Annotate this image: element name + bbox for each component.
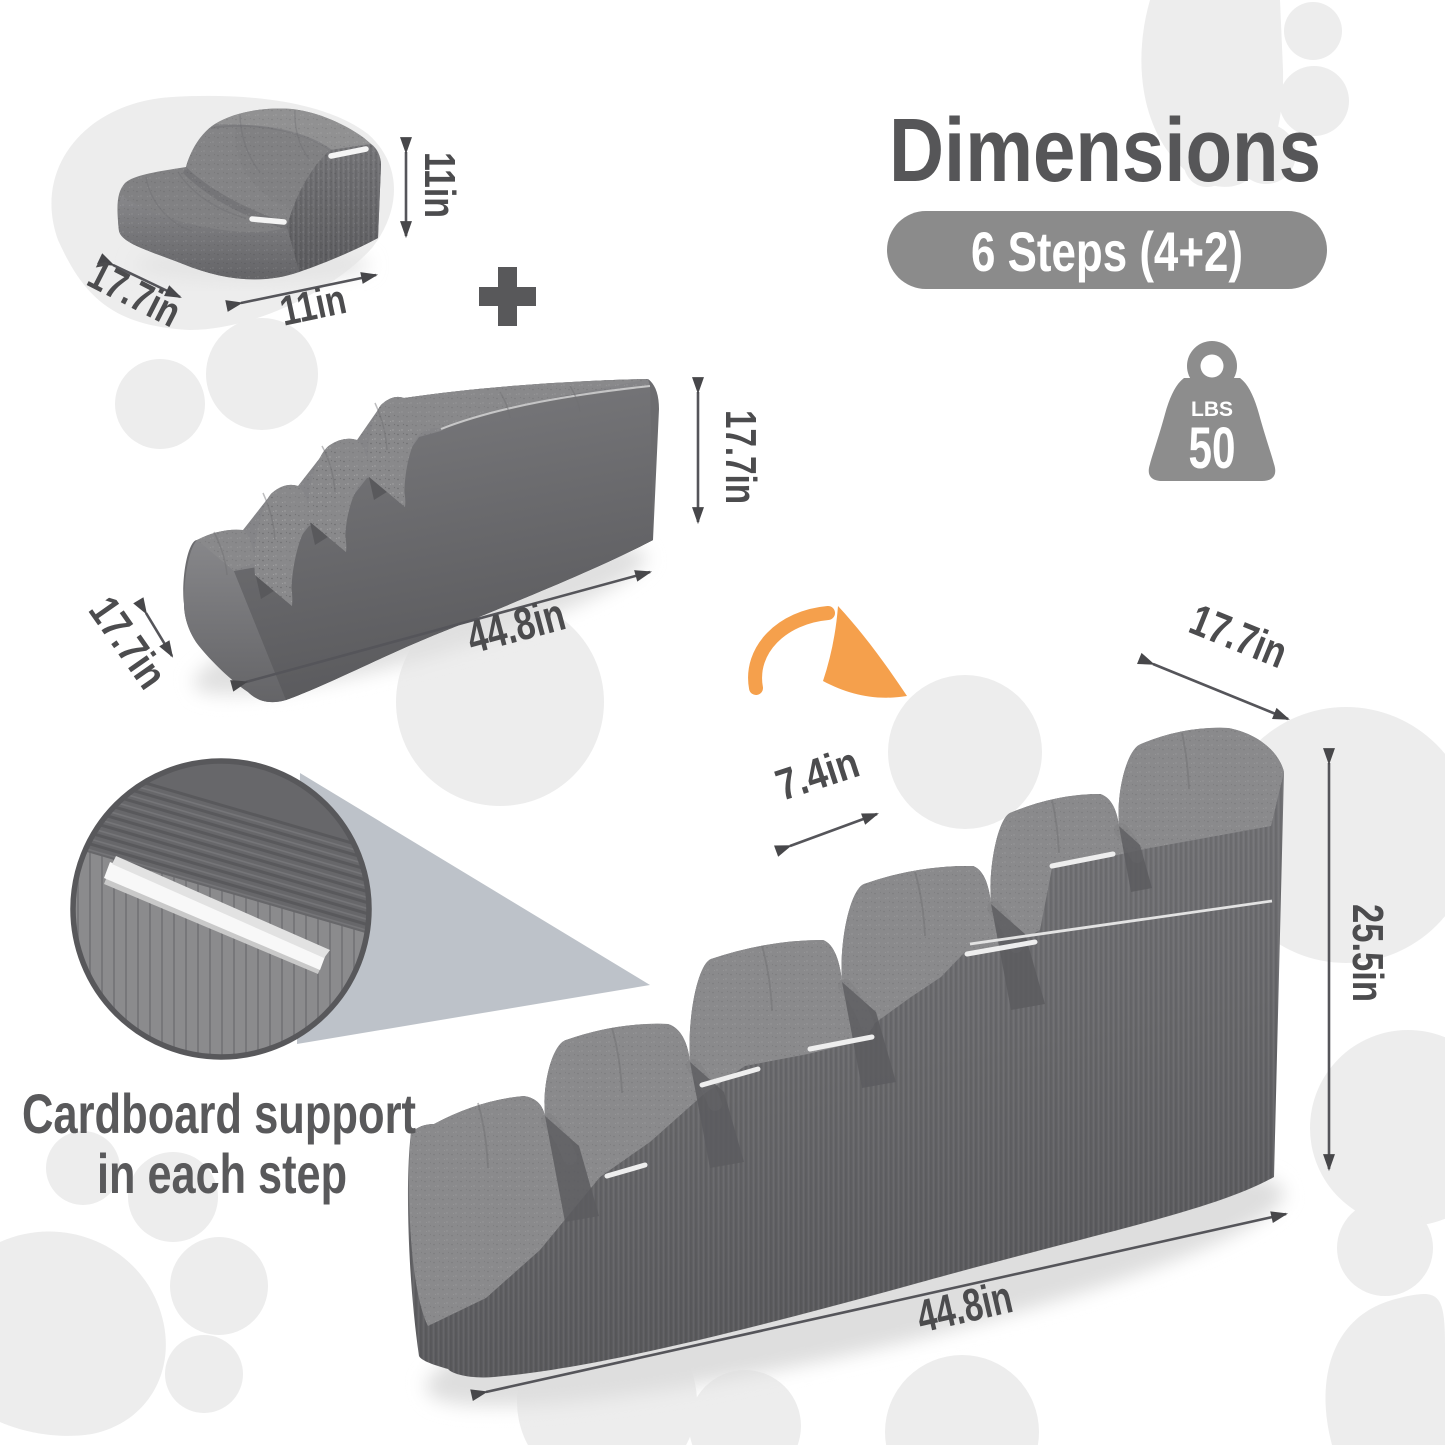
svg-text:in each step: in each step [97, 1142, 347, 1205]
svg-text:17.7in: 17.7in [1183, 595, 1294, 678]
svg-text:25.5in: 25.5in [1343, 904, 1392, 1002]
svg-text:Cardboard support: Cardboard support [22, 1082, 416, 1145]
svg-text:17.7in: 17.7in [716, 410, 765, 504]
svg-text:7.4in: 7.4in [770, 738, 865, 811]
svg-text:11in: 11in [415, 152, 464, 218]
svg-text:50: 50 [1189, 416, 1236, 481]
svg-text:6 Steps (4+2): 6 Steps (4+2) [971, 220, 1243, 283]
svg-text:Dimensions: Dimensions [889, 101, 1321, 201]
svg-text:17.7in: 17.7in [79, 588, 176, 697]
svg-text:LBS: LBS [1191, 398, 1233, 421]
